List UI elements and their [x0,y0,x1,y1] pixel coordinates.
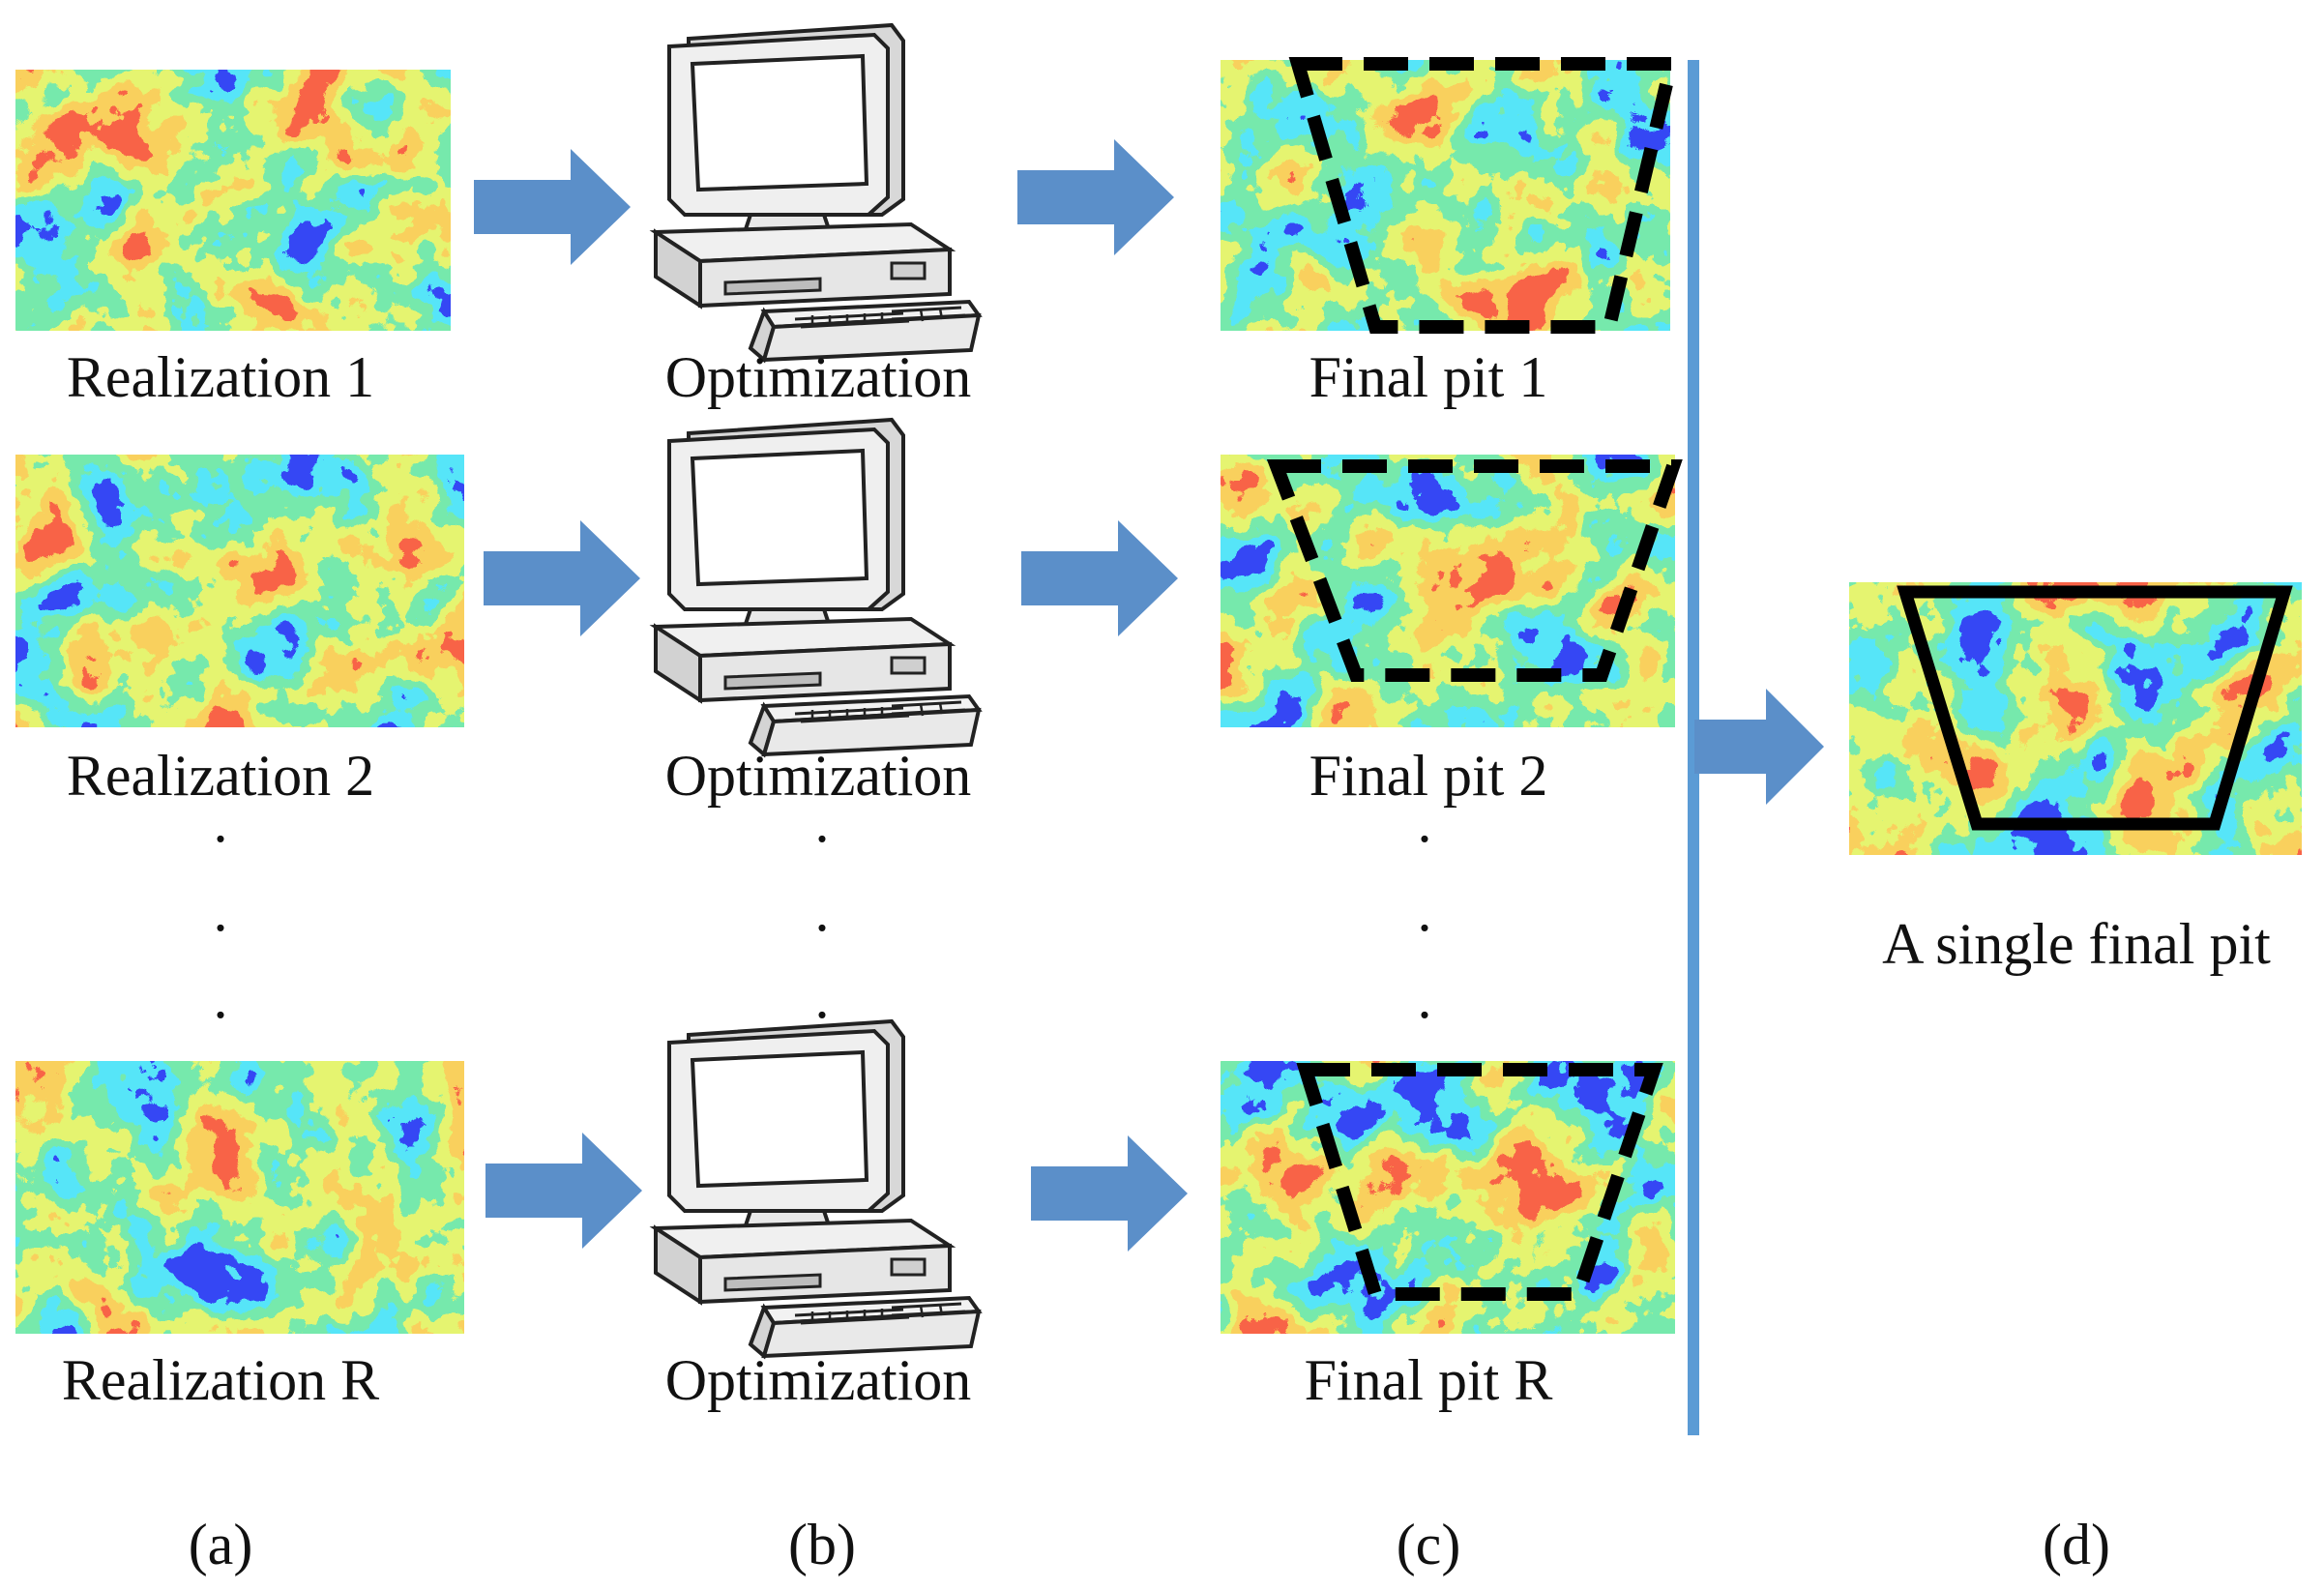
pit-outline-dashed [1296,1063,1663,1301]
right-arrow-icon [1021,520,1178,636]
column-b-optimization: Optimization Optimization Optimization .… [649,22,983,1576]
caption-a: (a) [189,1513,253,1576]
optimization-label-r: Optimization [665,1348,972,1412]
ellipsis-dot: . [214,790,228,854]
ellipsis-dot: . [1418,790,1432,854]
realization-1-map [15,70,451,331]
right-arrow-icon [1031,1135,1188,1252]
right-arrow-icon [484,520,640,636]
right-arrow-icon [1017,139,1174,255]
final-pit-r-map [1221,1061,1675,1334]
right-arrow-icon [1694,689,1824,805]
optimization-label-2: Optimization [665,744,972,808]
final-pit-1-map [1221,60,1670,331]
ellipsis-dot: . [815,966,830,1030]
arrows-a-to-b [474,149,642,1249]
realization-r-label: Realization R [62,1348,379,1412]
heatmap-image [15,70,451,331]
heatmap-image [1221,1061,1675,1334]
caption-c: (c) [1397,1513,1461,1576]
heatmap-image [15,455,464,727]
column-c-final-pits: Final pit 1 Final pit 2 Final pit R . . … [1221,57,1683,1576]
final-pit-1-label: Final pit 1 [1309,345,1548,409]
ellipsis-dot: . [1418,879,1432,943]
realization-2-map [15,455,464,727]
ellipsis-dot: . [214,879,228,943]
ellipsis-dot: . [815,790,830,854]
single-final-pit-label: A single final pit [1882,912,2271,976]
computer-icon [649,22,983,364]
computer-icon [649,1018,983,1360]
realization-r-map [15,1061,464,1334]
final-pit-2-label: Final pit 2 [1309,744,1548,808]
column-d-single-final-pit: A single final pit (d) [1849,582,2302,1576]
column-a-realizations: Realization 1 Realization 2 Realization … [15,70,464,1576]
single-final-pit-map [1849,582,2302,855]
right-arrow-icon [485,1133,642,1249]
ellipsis-dot: . [214,966,228,1030]
arrows-b-to-c [1017,139,1188,1252]
realization-1-label: Realization 1 [67,345,374,409]
computer-icon [649,417,983,758]
vertical-divider [1688,60,1699,1435]
optimization-label-1: Optimization [665,345,972,409]
final-pit-r-label: Final pit R [1305,1348,1553,1412]
realization-2-label: Realization 2 [67,744,374,808]
heatmap-image [1221,60,1670,331]
right-arrow-icon [474,149,631,265]
ellipsis-dot: . [1418,966,1432,1030]
caption-d: (d) [2043,1513,2110,1576]
ellipsis-dot: . [815,879,830,943]
heatmap-image [15,1061,464,1334]
caption-b: (b) [788,1513,856,1576]
pit-outline-dashed [1266,459,1683,682]
pit-outline-solid [1897,585,2293,831]
heatmap-image [1849,582,2302,855]
